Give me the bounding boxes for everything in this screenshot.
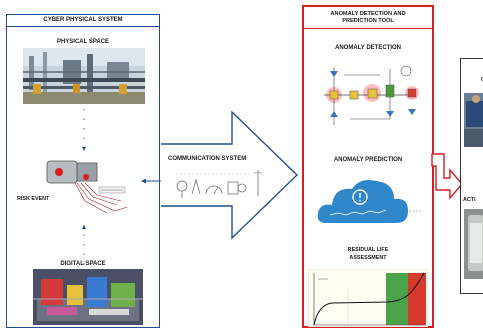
anomaly-detection-prediction-panel: ANOMALY DETECTION AND PREDICTION TOOL AN… bbox=[302, 5, 434, 328]
cps-title-divider bbox=[7, 26, 159, 27]
anomaly-panel-title-divider bbox=[304, 28, 432, 29]
residual-life-label-line1: RESIDUAL LIFE bbox=[347, 247, 389, 253]
anomaly-detection-schematic bbox=[320, 57, 420, 131]
anomaly-panel-title: ANOMALY DETECTION AND PREDICTION TOOL bbox=[304, 11, 432, 25]
actions-label-partial: ACTI bbox=[463, 197, 476, 203]
output-flow-arrow bbox=[431, 153, 463, 200]
pump-risk-event-image bbox=[46, 160, 128, 214]
industrial-plant-image bbox=[23, 48, 145, 104]
actions-panel-heading-partial: C bbox=[481, 77, 483, 83]
residual-life-label-line2: ASSESSMENT bbox=[349, 254, 387, 261]
anomaly-panel-title-line2: PREDICTION TOOL bbox=[342, 18, 394, 24]
action-photo bbox=[464, 209, 483, 279]
operator-photo bbox=[464, 93, 483, 147]
physical-space-label: PHYSICAL SPACE bbox=[56, 39, 110, 45]
anomaly-panel-title-line1: ANOMALY DETECTION AND bbox=[330, 11, 406, 17]
communication-devices-icons bbox=[172, 166, 268, 200]
digital-twin-image bbox=[33, 269, 143, 325]
residual-life-chart bbox=[308, 269, 428, 327]
risk-to-digital-connector bbox=[82, 225, 86, 267]
physical-to-risk-connector bbox=[82, 109, 86, 153]
cloud-alert-icon bbox=[317, 180, 422, 223]
communication-system-label: COMMUNICATION SYSTEM bbox=[168, 156, 247, 162]
cyber-physical-system-panel: CYBER PHYSICAL SYSTEM PHYSICAL SPACE bbox=[6, 14, 160, 328]
risk-event-label: RISK EVENT bbox=[17, 196, 50, 202]
anomaly-detection-label: ANOMALY DETECTION bbox=[334, 45, 401, 51]
cps-title: CYBER PHYSICAL SYSTEM bbox=[43, 17, 123, 23]
digital-space-label: DIGITAL SPACE bbox=[60, 261, 106, 267]
actions-panel: C ACTI bbox=[460, 58, 483, 294]
anomaly-prediction-label: ANOMALY PREDICTION bbox=[333, 157, 403, 163]
residual-life-label: RESIDUAL LIFE ASSESSMENT bbox=[304, 247, 432, 262]
